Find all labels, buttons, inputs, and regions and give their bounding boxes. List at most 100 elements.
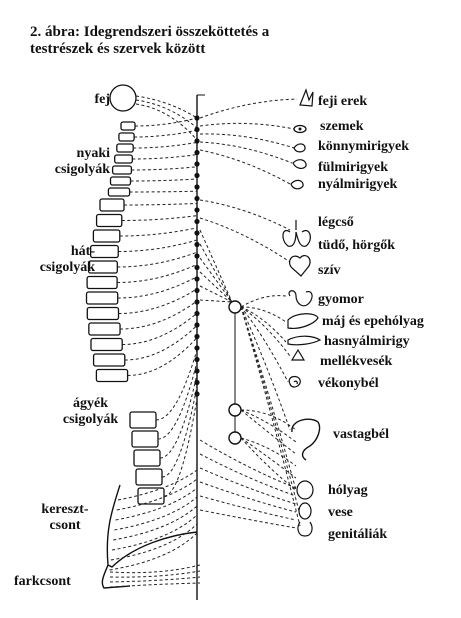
organ-adrenal — [292, 350, 304, 360]
ganglion-mesenteric-superior — [229, 404, 241, 416]
nerve-line — [128, 338, 197, 376]
label-large-intestine: vastagbél — [333, 427, 389, 443]
label-heart: szív — [318, 263, 341, 279]
nerve-line — [200, 142, 292, 163]
nerve-line — [200, 230, 232, 302]
vertebra — [115, 155, 133, 163]
spinal-dot — [194, 150, 199, 155]
label-kidney: vese — [328, 505, 353, 521]
spinal-dot — [194, 311, 199, 316]
nerve-line — [200, 200, 290, 230]
nerve-line — [110, 565, 200, 573]
nerve-line — [136, 96, 197, 118]
label-eyes: szemek — [320, 119, 364, 135]
vertebra — [96, 370, 127, 382]
nerve-line — [136, 100, 197, 128]
label-trachea: légcső — [318, 215, 354, 231]
label-stomach: gyomor — [318, 292, 364, 308]
spinal-dot — [194, 334, 199, 339]
spinal-dot — [194, 184, 199, 189]
organ-small-intestine — [289, 377, 300, 387]
spinal-dot — [194, 115, 199, 120]
vertebra — [89, 323, 120, 335]
nerve-line — [241, 307, 290, 430]
organ-liver — [288, 314, 318, 329]
label-cervical: nyaki csigolyák — [45, 146, 110, 178]
label-cervical-line-1: nyaki — [45, 146, 110, 162]
nerve-line — [200, 99, 297, 118]
organ-genitals — [298, 522, 312, 536]
nerve-line — [200, 440, 296, 488]
nerve-line — [200, 510, 296, 528]
nerve-line — [241, 296, 286, 307]
spinal-dot — [194, 161, 199, 166]
nerve-line — [162, 386, 197, 477]
label-lungs: tüdő, hörgők — [318, 238, 395, 254]
spinal-dot — [194, 230, 199, 235]
nerve-line — [122, 313, 197, 344]
organ-salivary-gland — [291, 180, 303, 188]
spinal-dot — [194, 265, 199, 270]
organ-large-intestine — [292, 419, 320, 460]
spinal-dot — [194, 127, 199, 132]
nerve-line — [241, 307, 286, 342]
nerve-line — [200, 123, 294, 129]
organ-kidney — [299, 503, 311, 519]
label-cervical-line-2: csigolyák — [45, 162, 110, 178]
nerve-line — [200, 244, 232, 302]
spinal-dot — [194, 391, 199, 396]
organ-head-vessels — [300, 90, 313, 106]
nerve-line — [110, 533, 197, 570]
ganglion-celiac — [229, 301, 241, 313]
label-coccyx: farkcsont — [14, 574, 71, 590]
nerve-line — [200, 150, 290, 184]
spinal-dot — [194, 288, 199, 293]
nerve-line — [120, 228, 197, 236]
organ-eye-pupil — [299, 128, 302, 131]
nerve-line — [110, 583, 200, 587]
spinal-dot — [194, 322, 199, 327]
nerve-line — [164, 399, 197, 496]
spinal-dot — [194, 345, 199, 350]
vertebra — [87, 292, 118, 304]
label-thoracic-line-2: csigolyák — [10, 260, 95, 276]
organ-bladder — [297, 481, 313, 499]
vertebra — [87, 308, 118, 320]
spinal-dot — [194, 253, 199, 258]
vertebra — [108, 188, 129, 196]
nerve-line — [110, 577, 200, 582]
label-thoracic-line-1: hát- — [10, 244, 95, 260]
label-salivary-glands: nyálmirigyek — [318, 177, 397, 193]
nerve-line — [124, 203, 197, 205]
nerve-line — [120, 301, 197, 329]
label-sacrum: kereszt- csont — [30, 502, 100, 534]
label-adrenals: mellékvesék — [320, 354, 392, 370]
label-head: fej — [60, 92, 110, 108]
label-small-intestine: vékonybél — [318, 376, 379, 392]
nerve-line — [125, 325, 197, 360]
vertebra — [113, 166, 132, 174]
vertebra — [94, 354, 125, 366]
nerve-line — [241, 307, 290, 356]
nerve-line — [241, 438, 296, 478]
organ-pancreas — [288, 336, 320, 345]
vertebra — [117, 144, 133, 152]
nerve-line — [200, 482, 296, 512]
spinal-dot — [194, 219, 199, 224]
label-lacrimal-glands: könnymirigyek — [318, 139, 409, 155]
spinal-dot — [194, 242, 199, 247]
nerve-line — [132, 155, 197, 159]
nerve-line — [122, 216, 197, 221]
nerve-line — [117, 252, 197, 267]
nerve-line — [131, 167, 197, 170]
left-nerve-lines — [110, 96, 200, 587]
nerve-line — [131, 179, 198, 181]
vertebra — [130, 412, 156, 428]
nerve-line — [113, 506, 197, 540]
spinal-dot — [194, 138, 199, 143]
organ-trachea-lungs — [283, 220, 310, 246]
label-pancreas: hasnyálmirigy — [324, 334, 410, 350]
spinal-dot — [194, 196, 199, 201]
label-lumbar-line-2: csigolyák — [48, 412, 133, 428]
